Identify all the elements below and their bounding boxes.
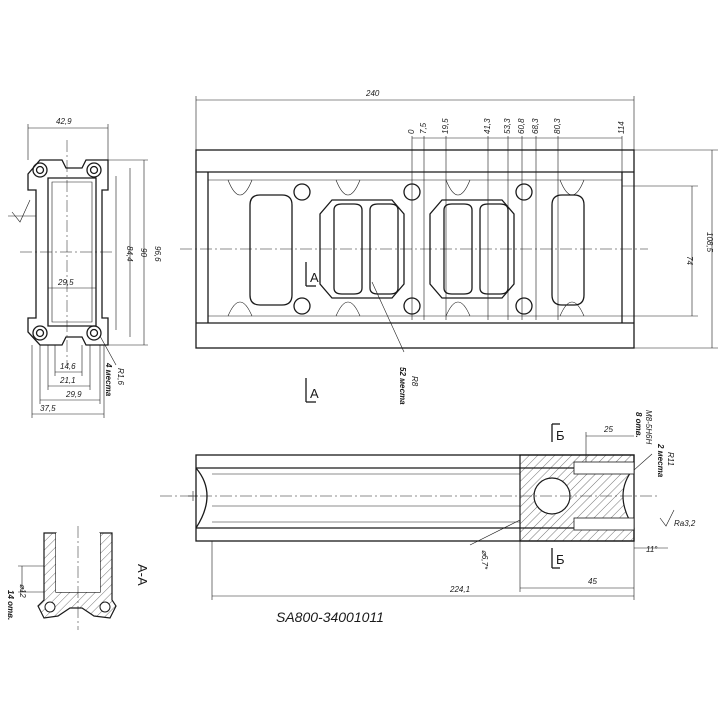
pos-1: 7,5 [419, 122, 428, 134]
dim-end-h3: 96,6 [153, 246, 162, 262]
pos-5: 60,8 [517, 118, 526, 134]
pos-4: 53,3 [503, 118, 512, 134]
dim-25: 25 [603, 425, 613, 434]
side-view: Б Б 25 M8-5H6H 8 отв. R11 2 места Ra3,2 … [160, 410, 696, 600]
pos-8: 114 [617, 121, 626, 134]
dim-height-total: 108,5 [705, 232, 714, 253]
cut-marker-bottom: Б [556, 552, 565, 567]
roughness-ra: Ra3,2 [674, 519, 696, 528]
dim-thread-note: 8 отв. [634, 412, 643, 438]
pos-2: 19,5 [441, 118, 450, 134]
dim-end-wa: 14,6 [60, 362, 76, 371]
dim-thread: M8-5H6H [644, 410, 653, 444]
dim-end-radius-note: 4 места [104, 362, 113, 397]
dim-45: 45 [588, 577, 597, 586]
dim-overall-length: 240 [365, 89, 380, 98]
drawing-title: SA800-34001011 [276, 609, 384, 625]
dim-r11: R11 [666, 452, 675, 466]
dim-r11-note: 2 места [656, 443, 665, 478]
dim-r8: R8 [410, 376, 419, 387]
dim-end-wc: 29,9 [65, 390, 82, 399]
section-marker-a: А [310, 270, 319, 285]
section-aa: ⌀12 14 отв. А-А [6, 526, 150, 630]
cut-marker-top: Б [556, 428, 565, 443]
dim-end-wd: 37,5 [40, 404, 56, 413]
dim-end-h1: 84,4 [125, 246, 134, 262]
dim-end-radius: R1,6 [116, 368, 125, 385]
dim-224: 224,1 [449, 585, 470, 594]
dim-height-inner: 74 [685, 256, 694, 265]
section-label-a: А [310, 386, 319, 401]
pos-3: 41,3 [483, 118, 492, 134]
pos-7: 80,3 [553, 118, 562, 134]
dim-end-wb: 21,1 [59, 376, 76, 385]
pos-6: 68,3 [531, 118, 540, 134]
pos-0: 0 [407, 129, 416, 134]
dim-aa-hole: ⌀12 [18, 584, 27, 598]
dim-angle: 11° [646, 545, 658, 554]
section-aa-label: А-А [135, 564, 150, 586]
dim-end-inner-width: 29,5 [57, 278, 74, 287]
dim-end-h2: 90 [139, 248, 148, 257]
end-view: 42,9 84,4 90 96,6 29,5 14,6 21,1 29,9 37… [8, 117, 162, 418]
dim-hole: ⌀6,7* [480, 550, 489, 570]
dim-aa-hole-note: 14 отв. [6, 590, 15, 620]
dim-r8-note: 52 места [398, 367, 407, 405]
dim-end-width: 42,9 [56, 117, 72, 126]
top-view: 240 0 7,5 19,5 41,3 53,3 60,8 68,3 80,3 … [180, 89, 718, 405]
